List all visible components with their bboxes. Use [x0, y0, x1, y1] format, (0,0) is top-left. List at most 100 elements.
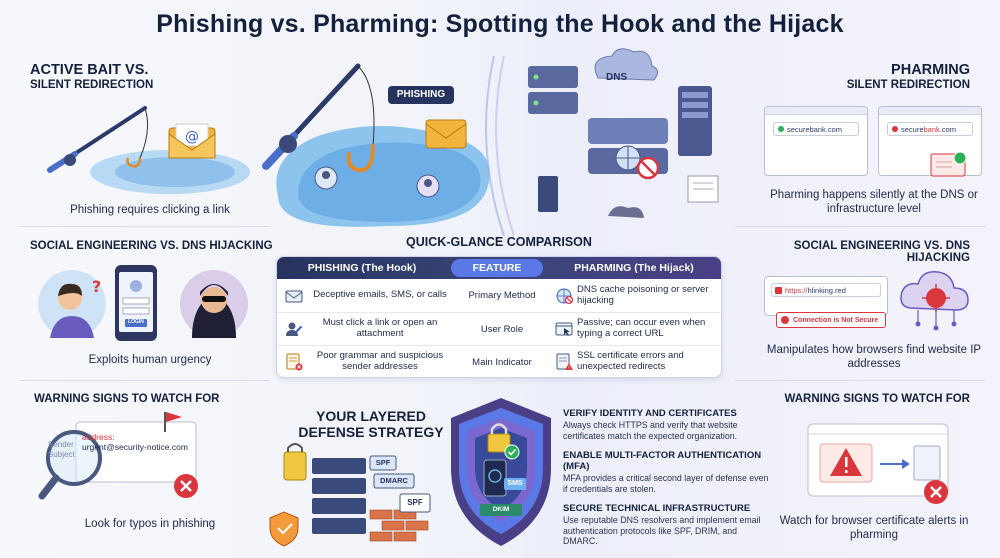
tip-heading: VERIFY IDENTITY AND CERTIFICATES	[563, 408, 737, 419]
phishing-tag: PHISHING	[396, 89, 446, 100]
left-caption-3: Look for typos in phishing	[84, 518, 216, 530]
divider	[735, 380, 985, 381]
legit-browser-window: securebank.com	[764, 106, 868, 176]
column-feature: FEATURE	[451, 259, 543, 277]
cloud-virus-icon	[898, 268, 972, 332]
email-subject-label: Subject	[48, 449, 75, 459]
fake-url-part-c: .com	[939, 124, 957, 134]
right-heading-line2: SILENT REDIRECTION	[846, 79, 970, 91]
not-secure-text: Connection is Not Secure	[793, 316, 879, 324]
phone-login-illustration	[114, 264, 158, 342]
svg-text:@: @	[185, 129, 199, 145]
document-warning-icon: !	[556, 353, 573, 371]
row-phishing-text: Deceptive emails, SMS, or calls	[313, 289, 447, 301]
svg-text:!: !	[568, 365, 570, 371]
row-feature-text: User Role	[480, 323, 524, 335]
tip-body: Always check HTTPS and verify that websi…	[563, 420, 738, 441]
defense-infrastructure-illustration	[262, 443, 442, 548]
comparison-body: Deceptive emails, SMS, or calls Primary …	[277, 279, 721, 377]
defense-tips: VERIFY IDENTITY AND CERTIFICATES Always …	[563, 408, 773, 547]
row-pharming-text: SSL certificate errors and unexpected re…	[577, 350, 684, 372]
hook-and-hijack-illustration	[258, 46, 748, 237]
tip-item: SECURE TECHNICAL INFRASTRUCTURE Use repu…	[563, 503, 773, 547]
left-heading-line1: ACTIVE BAIT VS.	[30, 62, 149, 78]
certificate-alert-illustration	[806, 422, 966, 506]
table-row: Poor grammar and suspicious sender addre…	[277, 345, 721, 377]
hijacked-browser-window: https:// hlinking.red	[764, 276, 888, 316]
right-section2-heading: SOCIAL ENGINEERING VS. DNS HIJACKING	[793, 240, 970, 264]
url-https: https://	[785, 285, 808, 295]
row-pharming-text: Passive; can occur even when typing a co…	[577, 317, 706, 339]
column-phishing: PHISHING (The Hook)	[307, 262, 417, 274]
layered-shield-icon	[446, 396, 556, 548]
dkim-label: DKIM	[492, 506, 510, 513]
fake-url-part-b: bank	[923, 124, 940, 134]
fake-url-part-a: secure	[901, 124, 924, 134]
divider	[20, 226, 270, 227]
fishing-illustration	[40, 100, 250, 200]
left-heading-line2: SILENT REDIRECTION	[30, 79, 154, 91]
svg-text:?: ?	[92, 277, 101, 296]
left-heading: ACTIVE BAIT VS. SILENT REDIRECTION	[30, 62, 153, 91]
row-feature-text: Main Indicator	[472, 356, 532, 368]
envelope-icon	[285, 290, 303, 302]
tip-item: VERIFY IDENTITY AND CERTIFICATES Always …	[563, 408, 773, 441]
user-link-icon	[286, 322, 302, 336]
row-phishing-text: Must click a link or open an attachment	[322, 317, 438, 339]
tip-body: MFA provides a critical second layer of …	[563, 473, 769, 494]
email-address-label: address:	[82, 432, 115, 442]
sms-label: SMS	[507, 480, 523, 487]
right-heading: PHARMING SILENT REDIRECTION	[760, 62, 970, 91]
row-phishing-text: Poor grammar and suspicious sender addre…	[316, 350, 444, 372]
document-error-icon	[286, 353, 303, 371]
spf-badge-secondary: SPF	[407, 498, 423, 507]
tip-item: ENABLE MULTI-FACTOR AUTHENTICATION (MFA)…	[563, 450, 773, 494]
table-row: Deceptive emails, SMS, or calls Primary …	[277, 279, 721, 312]
legit-url: securebank.com	[787, 124, 843, 134]
defense-title-line2: DEFENSE STRATEGY	[298, 424, 444, 440]
left-caption-1: Phishing requires clicking a link	[70, 204, 230, 216]
login-label: LOGIN	[128, 319, 144, 325]
left-section2-heading: SOCIAL ENGINEERING VS. DNS HIJACKING	[30, 240, 273, 252]
divider	[735, 226, 985, 227]
tip-body: Use reputable DNS resolvers and implemen…	[563, 515, 761, 547]
row-pharming-text: DNS cache poisoning or server hijacking	[577, 283, 709, 306]
comparison-header: PHISHING (The Hook) FEATURE PHARMING (Th…	[277, 257, 721, 279]
globe-blocked-icon	[556, 288, 574, 304]
defense-title-line1: YOUR LAYERED	[316, 408, 426, 424]
tip-heading: ENABLE MULTI-FACTOR AUTHENTICATION (MFA)	[563, 450, 762, 473]
hacker-avatar	[178, 268, 250, 340]
divider	[20, 380, 270, 381]
email-sender-label: Sender	[48, 440, 74, 449]
email-field-labels: Sender Subject	[48, 440, 75, 459]
tip-heading: SECURE TECHNICAL INFRASTRUCTURE	[563, 503, 751, 515]
right-caption-2: Manipulates how browsers find website IP…	[766, 344, 982, 371]
spf-badge: SPF	[375, 458, 391, 467]
dns-label: DNS	[606, 72, 628, 83]
suspicious-email-illustration	[36, 412, 206, 502]
page-title: Phishing vs. Pharming: Spotting the Hook…	[156, 10, 844, 38]
comparison-title: QUICK-GLANCE COMPARISON	[406, 235, 592, 249]
comparison-table: PHISHING (The Hook) FEATURE PHARMING (Th…	[276, 256, 722, 378]
confused-person-avatar: ?	[36, 268, 108, 340]
browser-cursor-icon	[555, 322, 573, 336]
email-address-value: urgent@security-notice.com	[82, 441, 188, 452]
envelope-icon: @	[168, 123, 216, 160]
url-rest: hlinking.red	[807, 285, 846, 295]
row-feature-text: Primary Method	[468, 290, 536, 301]
left-section3-heading: WARNING SIGNS TO WATCH FOR	[34, 393, 220, 405]
column-pharming: PHARMING (The Hijack)	[574, 262, 694, 274]
right-caption-1: Pharming happens silently at the DNS or …	[770, 189, 978, 216]
defense-title: YOUR LAYERED DEFENSE STRATEGY	[296, 408, 446, 440]
right-caption-3: Watch for browser certificate alerts in …	[779, 515, 969, 542]
email-address: address: urgent@security-notice.com	[82, 432, 202, 453]
lock-broken-icon	[775, 286, 782, 294]
warning-icon	[781, 316, 789, 324]
table-row: Must click a link or open an attachment …	[277, 312, 721, 345]
left-caption-2: Exploits human urgency	[88, 354, 212, 366]
right-heading-line1: PHARMING	[891, 62, 970, 78]
certificate-icon	[930, 150, 970, 180]
dmarc-badge: DMARC	[380, 476, 408, 485]
not-secure-warning: Connection is Not Secure	[776, 312, 886, 328]
right-section3-heading: WARNING SIGNS TO WATCH FOR	[784, 393, 971, 405]
